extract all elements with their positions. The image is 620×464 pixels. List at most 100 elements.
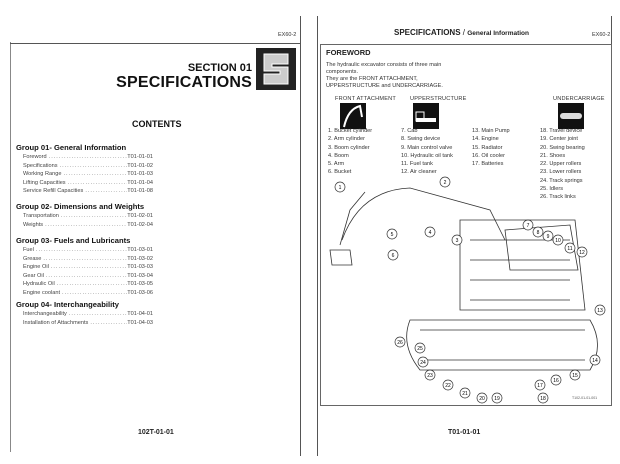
callout-9: 9	[542, 230, 554, 242]
toc-entry-label: Engine Oil	[23, 264, 49, 271]
toc-leader: ........................................…	[43, 255, 127, 262]
callout-13: 13	[594, 304, 606, 316]
toc-entry-code: T01-03-02	[127, 255, 153, 262]
toc-entry[interactable]: Foreword................................…	[23, 154, 153, 160]
callout-14: 14	[589, 354, 601, 366]
svg-text:20: 20	[479, 396, 485, 402]
toc-entry-code: T01-01-01	[127, 154, 153, 160]
callout-3: 3	[451, 234, 463, 246]
callout-11: 11	[564, 242, 576, 254]
toc-entry-label: Engine coolant	[23, 290, 61, 296]
callout-2: 2	[439, 176, 451, 188]
svg-text:25: 25	[417, 346, 423, 352]
toc-entry-label: Weights	[23, 221, 44, 228]
callout-6: 6	[387, 249, 399, 261]
toc-entry[interactable]: Service Refill Capacities...............…	[23, 188, 153, 194]
toc-entry[interactable]: Interchangeability......................…	[23, 311, 153, 317]
toc-leader: ........................................…	[45, 272, 127, 279]
callout-10: 10	[552, 234, 564, 246]
toc-entry-label: Fuel	[23, 247, 34, 253]
toc-entry-code: T01-04-01	[127, 311, 153, 317]
upperstructure-icon	[413, 103, 439, 129]
toc-entry[interactable]: Working Range...........................…	[23, 171, 153, 177]
toc-entry-code: T01-01-04	[127, 179, 153, 186]
toc-leader: ........................................…	[67, 179, 128, 186]
toc-leader: ........................................…	[63, 171, 128, 178]
section-title: SPECIFICATIONS	[116, 74, 252, 91]
toc-leader: ........................................…	[50, 264, 128, 271]
toc-entry-label: Service Refill Capacities	[23, 188, 84, 195]
svg-text:22: 22	[445, 383, 451, 389]
toc-entry[interactable]: Engine Oil..............................…	[23, 264, 153, 270]
callout-23: 23	[424, 369, 436, 381]
part-item: 21. Shoes	[540, 152, 566, 159]
svg-text:15: 15	[572, 373, 578, 379]
left-page-number: 102T-01-01	[138, 429, 174, 436]
toc-entry[interactable]: Specifications..........................…	[23, 163, 153, 169]
part-item: 5. Arm	[328, 161, 345, 168]
toc-leader: ........................................…	[68, 311, 128, 317]
svg-text:19: 19	[494, 396, 500, 402]
header-separator: /	[462, 28, 465, 37]
part-item: 12. Air cleaner	[401, 169, 437, 176]
toc-entry[interactable]: Hydraulic Oil...........................…	[23, 281, 153, 287]
left-page: EX60-2 SECTION 01 SPECIFICATIONS CONTENT…	[10, 16, 301, 456]
toc-entry-label: Interchangeability	[23, 311, 67, 317]
section-label: SECTION 01	[187, 62, 252, 74]
callout-17: 17	[534, 379, 546, 391]
toc-leader: ........................................…	[60, 213, 128, 219]
foreword-line: components.	[326, 69, 359, 75]
toc-entry-label: Hydraulic Oil	[23, 281, 55, 288]
part-item: 8. Swing device	[401, 136, 441, 143]
toc-group-heading: Group 02- Dimensions and Weights	[16, 202, 145, 211]
part-item: 2. Arm cylinder	[328, 136, 365, 143]
toc-entry-code: T01-03-01	[127, 247, 153, 253]
right-page-number: T01-01-01	[448, 429, 481, 436]
part-item: 24. Track springs	[540, 177, 583, 184]
figure-code: T102-01-01-001	[572, 396, 598, 400]
callout-25: 25	[414, 342, 426, 354]
part-item: 15. Radiator	[472, 144, 503, 151]
toc-entry[interactable]: Weights.................................…	[23, 222, 153, 228]
toc-entry[interactable]: Fuel....................................…	[23, 247, 153, 253]
toc-entry[interactable]: Engine coolant..........................…	[23, 290, 153, 296]
toc-entry[interactable]: Grease..................................…	[23, 256, 153, 262]
callout-8: 8	[532, 226, 544, 238]
toc-group-heading: Group 03- Fuels and Lubricants	[16, 236, 131, 245]
foreword-line: UPPERSTRUCTURE and UNDERCARRIAGE.	[326, 83, 443, 89]
svg-text:11: 11	[567, 246, 572, 252]
toc-entry-label: Grease	[23, 255, 42, 262]
svg-text:5: 5	[391, 232, 394, 238]
toc-entry[interactable]: Transportation..........................…	[23, 213, 153, 219]
toc-entry-code: T01-01-03	[127, 171, 153, 178]
part-item: 17. Batteries	[472, 161, 504, 168]
toc-entry[interactable]: Lifting Capacities......................…	[23, 180, 153, 186]
part-item: 19. Center joint	[540, 136, 578, 143]
front-attachment-label: FRONT ATTACHMENT	[335, 96, 396, 102]
part-item: 26. Track links	[540, 194, 576, 201]
svg-text:8: 8	[537, 230, 540, 236]
svg-text:1: 1	[339, 185, 342, 191]
model-label: EX60-2	[278, 32, 297, 38]
toc-entry-label: Installation of Attachments	[23, 319, 89, 326]
svg-text:3: 3	[456, 238, 459, 244]
left-header-rule	[10, 43, 301, 44]
front-attachment-icon	[340, 103, 366, 129]
callout-4: 4	[424, 226, 436, 238]
toc-leader: ........................................…	[35, 247, 127, 253]
left-right-border	[300, 16, 301, 456]
foreword-line: The hydraulic excavator consists of thre…	[326, 62, 442, 68]
callout-12: 12	[576, 246, 588, 258]
part-item: 3. Boom cylinder	[328, 144, 370, 151]
toc-leader: ........................................…	[56, 281, 128, 288]
toc-entry[interactable]: Installation of Attachments.............…	[23, 320, 153, 326]
toc-entry[interactable]: Gear Oil................................…	[23, 273, 153, 279]
toc-leader: ........................................…	[59, 162, 128, 169]
section-logo-icon	[256, 48, 296, 90]
part-item: 18. Travel device	[540, 128, 583, 134]
svg-text:14: 14	[592, 358, 598, 364]
part-item: 14. Engine	[472, 136, 499, 143]
toc-leader: ........................................…	[62, 290, 127, 296]
